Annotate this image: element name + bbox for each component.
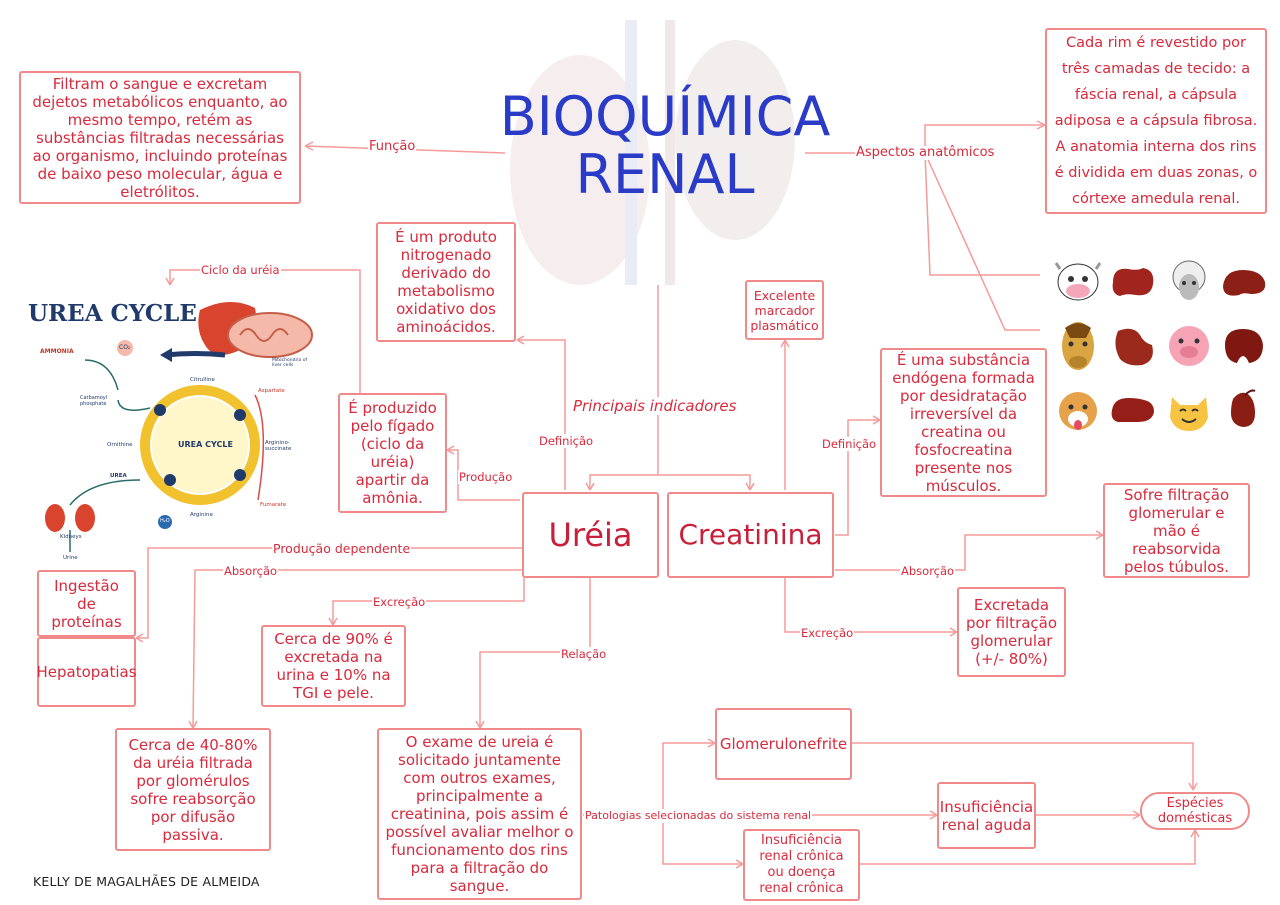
urea-node: Uréia	[522, 492, 659, 578]
glomerulonephritis-text: Glomerulonefrite	[719, 735, 848, 753]
urea-cycle-title: UREA CYCLE	[28, 300, 197, 327]
urea-cycle-diagram	[45, 301, 313, 552]
urea-production-text: É produzido pelo fígado (ciclo da uréia)…	[348, 399, 437, 507]
urea-cycle-arginino: Arginino-succinate	[265, 440, 292, 452]
kidney-background-image	[510, 20, 795, 285]
kidney-icon	[1217, 378, 1273, 442]
urea-cycle-aspartate: Aspartate	[258, 388, 285, 394]
hepatopathies-text: Hepatopatias	[36, 663, 137, 681]
sheep-icon	[1161, 250, 1217, 314]
creatinine-definition-box: É uma substância endógena formada por de…	[880, 348, 1047, 497]
edge-label-production: Produção	[458, 470, 514, 484]
urea-cycle-center-label: UREA CYCLE	[178, 440, 233, 449]
function-box: Filtram o sangue e excretam dejetos meta…	[19, 71, 301, 204]
page-title: BIOQUÍMICA RENAL	[470, 88, 860, 204]
urea-cycle-ornithine: Ornithine	[107, 442, 133, 448]
marker-text: Excelente marcador plasmático	[750, 287, 819, 333]
creatinine-excretion-box: Excretada por filtração glomerular (+/- …	[957, 587, 1066, 677]
domestic-species-text: Espécies domésticas	[1157, 796, 1233, 826]
creatinine-absorption-box: Sofre filtração glomerular e mão é reabs…	[1103, 483, 1250, 578]
edge-label-function: Função	[368, 139, 417, 154]
urea-cycle-citrulline: Citrulline	[190, 377, 215, 383]
animal-kidney-grid	[1050, 250, 1272, 442]
urea-excretion-text: Cerca de 90% é excretada na urina e 10% …	[274, 630, 393, 702]
edge-label-pathologies: Patologias selecionadas do sistema renal	[584, 809, 813, 823]
cat-icon	[1161, 378, 1217, 442]
urea-definition-text: É um produto nitrogenado derivado do met…	[395, 228, 497, 336]
urea-cycle-urea: UREA	[110, 473, 127, 479]
anatomy-box: Cada rim é revestido por três camadas de…	[1045, 28, 1267, 214]
urea-cycle-kidneys: Kidneys	[60, 534, 82, 540]
urea-cycle-fumarate: Fumarate	[260, 502, 287, 508]
protein-intake-text: Ingestão de proteínas	[51, 576, 122, 631]
glomerulonephritis-box: Glomerulonefrite	[715, 708, 852, 780]
kidney-icon	[1106, 314, 1162, 378]
kidney-icon	[1217, 314, 1273, 378]
urea-cycle-mito: Mitochondria of liver cells	[272, 358, 308, 368]
domestic-species-box: Espécies domésticas	[1140, 792, 1250, 830]
kidney-icon	[1217, 250, 1273, 314]
edge-label-definition-urea: Definição	[538, 434, 595, 448]
edge-label-urea-cycle: Ciclo da uréia	[200, 263, 281, 277]
acute-renal-failure-box: Insuficiência renal aguda	[937, 782, 1036, 849]
creatinine-label: Creatinina	[678, 518, 823, 551]
creatinine-definition-text: É uma substância endógena formada por de…	[892, 350, 1035, 495]
urea-label: Uréia	[548, 516, 633, 554]
urea-reabsorption-text: Cerca de 40-80% da uréia filtrada por gl…	[128, 735, 258, 844]
urea-cycle-h2o: H₂O	[160, 518, 170, 524]
urea-cycle-co2: CO₂	[119, 344, 131, 351]
edge-label-definition-creatinine: Definição	[821, 437, 878, 451]
horse-icon	[1050, 314, 1106, 378]
kidney-icon	[1106, 378, 1162, 442]
edge-label-excretion-urea: Excreção	[372, 595, 427, 609]
edge-label-main-indicators: Principais indicadores	[572, 397, 738, 415]
acute-renal-failure-text: Insuficiência renal aguda	[939, 797, 1034, 834]
protein-intake-box: Ingestão de proteínas	[37, 570, 136, 637]
edge-label-anatomy: Aspectos anatômicos	[855, 145, 996, 160]
marker-box: Excelente marcador plasmático	[745, 280, 824, 340]
urea-exam-box: O exame de ureia é solicitado juntamente…	[377, 728, 582, 900]
urea-excretion-box: Cerca de 90% é excretada na urina e 10% …	[261, 625, 406, 707]
hepatopathies-box: Hepatopatias	[36, 637, 137, 707]
urea-reabsorption-box: Cerca de 40-80% da uréia filtrada por gl…	[115, 728, 271, 851]
chronic-renal-failure-box: Insuficiência renal crônica ou doença re…	[743, 829, 860, 901]
urea-production-box: É produzido pelo fígado (ciclo da uréia)…	[338, 393, 447, 513]
urea-cycle-carbamoyl: Carbamoyl phosphate	[80, 395, 108, 407]
title-line-2: RENAL	[575, 143, 755, 206]
edge-label-absorption-creatinine: Absorção	[900, 564, 956, 578]
creatinine-node: Creatinina	[667, 492, 834, 578]
function-text: Filtram o sangue e excretam dejetos meta…	[32, 74, 288, 201]
dog-icon	[1050, 378, 1106, 442]
urea-exam-text: O exame de ureia é solicitado juntamente…	[385, 733, 574, 895]
edge-label-relation: Relação	[560, 647, 608, 661]
kidney-icon	[1106, 250, 1162, 314]
chronic-renal-failure-text: Insuficiência renal crônica ou doença re…	[759, 833, 844, 896]
urea-cycle-ammonia: AMMONIA	[40, 348, 74, 355]
pig-icon	[1161, 314, 1217, 378]
author-credit: KELLY DE MAGALHÃES DE ALMEIDA	[33, 874, 260, 889]
title-line-1: BIOQUÍMICA	[499, 85, 831, 148]
edge-label-absorption-urea: Absorção	[223, 564, 279, 578]
anatomy-text: Cada rim é revestido por três camadas de…	[1054, 35, 1258, 207]
urea-cycle-urine: Urine	[63, 555, 78, 561]
creatinine-excretion-text: Excretada por filtração glomerular (+/- …	[965, 596, 1058, 668]
edge-label-excretion-creatinine: Excreção	[800, 626, 855, 640]
urea-cycle-arginine: Arginine	[190, 512, 213, 518]
edge-label-dependent-production: Produção dependente	[272, 541, 412, 556]
urea-cycle-illustration: UREA CYCLE UREA CYCLE AMMONIA CO₂ Carbam…	[0, 290, 340, 580]
cow-icon	[1050, 250, 1106, 314]
urea-definition-box: É um produto nitrogenado derivado do met…	[376, 222, 516, 342]
creatinine-absorption-text: Sofre filtração glomerular e mão é reabs…	[1123, 485, 1230, 576]
